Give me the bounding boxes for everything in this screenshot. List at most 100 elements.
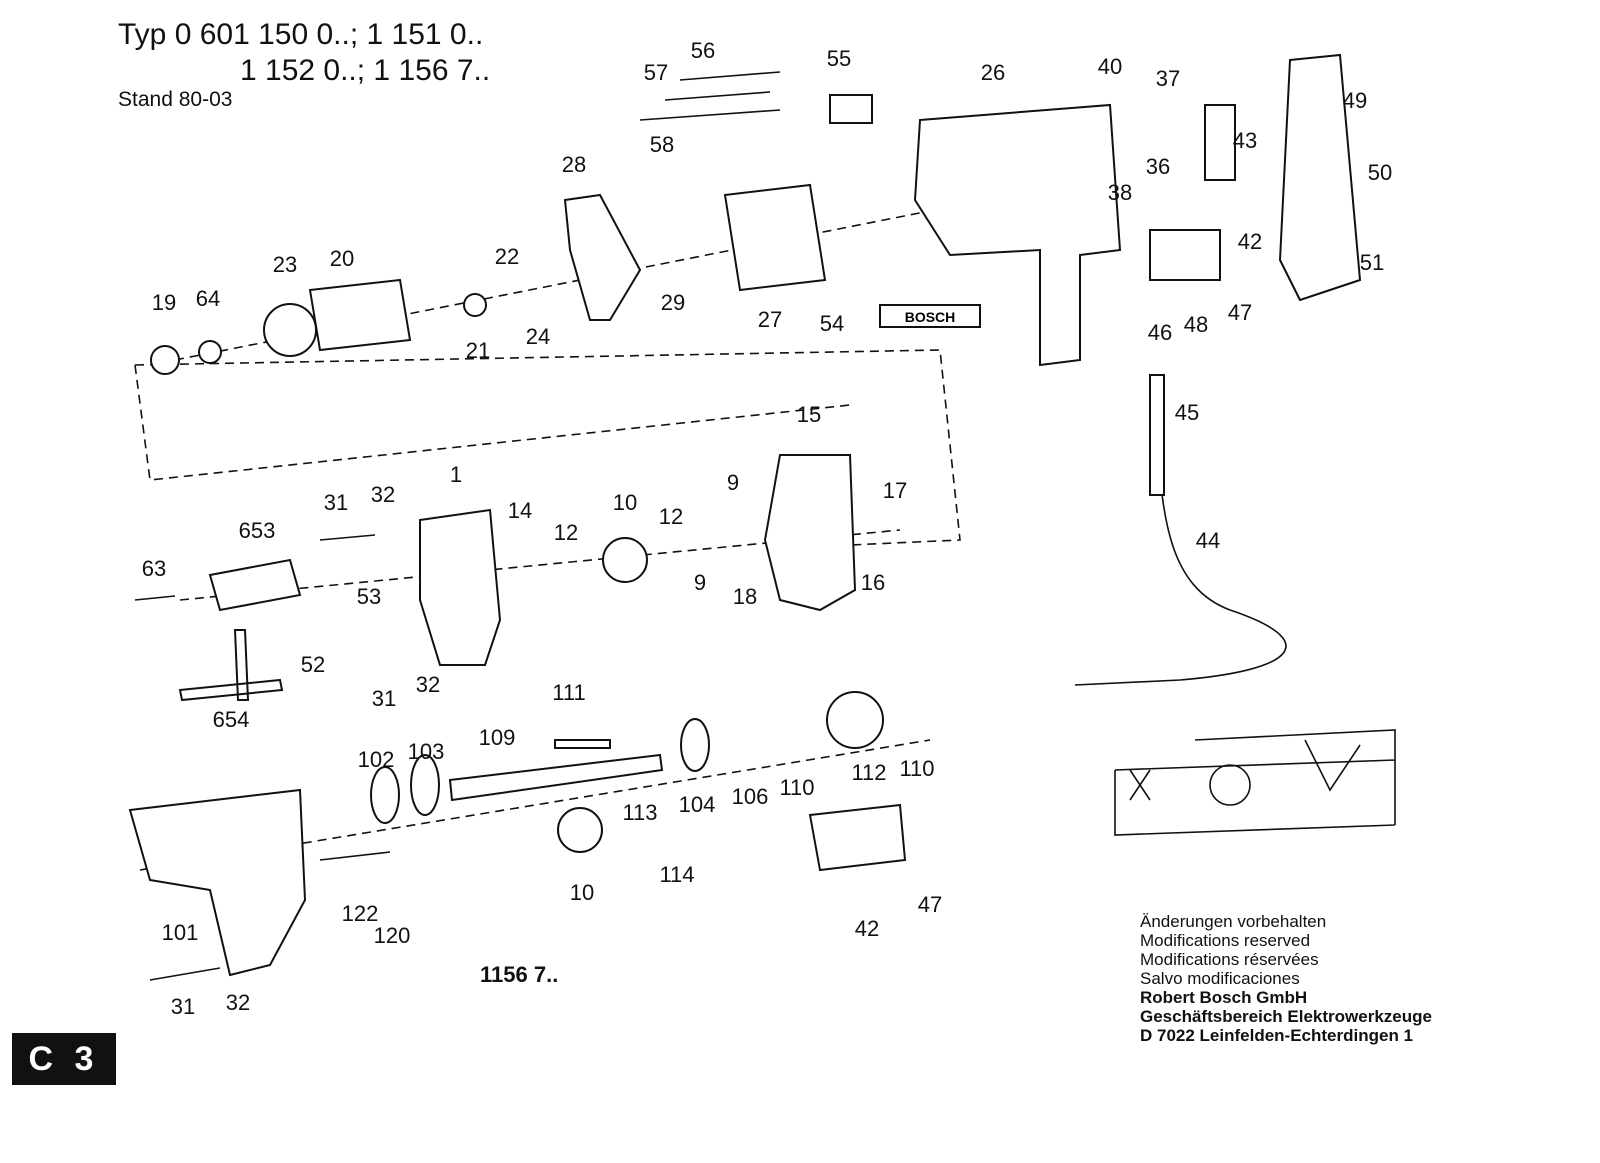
part-bearing-19: [150, 345, 180, 375]
part-label-122: 122: [342, 901, 379, 926]
svg-text:BOSCH: BOSCH: [905, 309, 956, 325]
part-chuck-key-654: [178, 629, 284, 702]
part-fan-23: [263, 303, 317, 357]
part-label-15: 15: [797, 402, 821, 427]
part-handle-50: [1278, 53, 1362, 302]
part-pin-120: [319, 851, 391, 861]
part-label-42: 42: [1238, 229, 1262, 254]
bosch-brand-mark: BOSCH: [905, 309, 956, 325]
part-label-52: 52: [301, 652, 325, 677]
note-es: Salvo modificaciones: [1140, 969, 1300, 988]
part-label-102: 102: [358, 747, 395, 772]
assembly-dashed-outline: [134, 349, 961, 546]
part-gear-housing-1: [419, 508, 502, 666]
part-label-31: 31: [372, 686, 396, 711]
part-label-113: 113: [622, 800, 657, 825]
note-en: Modifications reserved: [1140, 931, 1311, 950]
part-cord-44: [1074, 379, 1287, 686]
notes-block: Änderungen vorbehalten Modifications res…: [1140, 912, 1432, 1045]
part-housing-101: [128, 788, 307, 977]
part-label-24: 24: [526, 324, 550, 349]
part-switch-55: [829, 94, 873, 124]
part-label-654: 654: [213, 707, 250, 732]
part-armature-20: [308, 278, 412, 352]
part-label-17: 17: [883, 478, 907, 503]
part-gear-112: [826, 691, 884, 749]
part-label-109: 109: [479, 725, 516, 750]
part-gear-10b: [557, 807, 603, 853]
part-label-21: 21: [466, 338, 490, 363]
part-screw-63: [134, 595, 176, 601]
company-name: Robert Bosch GmbH: [1140, 988, 1308, 1007]
part-label-23: 23: [273, 252, 297, 277]
part-label-58: 58: [650, 132, 674, 157]
part-screw-31: [319, 534, 376, 541]
variant-label: 1156 7..: [480, 962, 559, 987]
part-label-53: 53: [357, 584, 381, 609]
part-label-22: 22: [495, 244, 519, 269]
part-screw-31b: [149, 967, 221, 981]
part-sleeve-45: [1149, 374, 1165, 496]
part-label-29: 29: [661, 290, 685, 315]
part-chuck-653: [208, 558, 302, 612]
part-ring-64: [198, 340, 222, 364]
part-label-26: 26: [981, 60, 1005, 85]
part-label-12: 12: [554, 520, 578, 545]
part-label-16: 16: [861, 570, 885, 595]
part-label-32: 32: [371, 482, 395, 507]
part-rod-57: [664, 91, 771, 101]
part-spindle-109: [448, 753, 664, 802]
part-key-111: [554, 739, 611, 749]
part-label-32: 32: [226, 990, 250, 1015]
part-label-1: 1: [450, 462, 462, 487]
part-label-28: 28: [562, 152, 586, 177]
part-label-14: 14: [508, 498, 532, 523]
part-label-44: 44: [1196, 528, 1220, 553]
part-label-37: 37: [1156, 66, 1180, 91]
part-gear-10: [602, 537, 648, 583]
part-label-57: 57: [644, 60, 668, 85]
header-revision: Stand 80-03: [118, 88, 233, 111]
part-label-47: 47: [1228, 300, 1252, 325]
part-label-101: 101: [162, 920, 199, 945]
part-label-40: 40: [1098, 54, 1122, 79]
part-label-43: 43: [1233, 128, 1257, 153]
part-label-42: 42: [855, 916, 879, 941]
part-label-45: 45: [1175, 400, 1199, 425]
part-label-111: 111: [552, 680, 585, 705]
part-label-10: 10: [570, 880, 594, 905]
part-label-106: 106: [732, 784, 769, 809]
header-title-line-1: Typ 0 601 150 0..; 1 151 0..: [118, 18, 484, 51]
part-label-110: 110: [899, 756, 934, 781]
part-label-46: 46: [1148, 320, 1172, 345]
part-label-38: 38: [1108, 180, 1132, 205]
page-badge: C 3: [12, 1033, 116, 1085]
note-de: Änderungen vorbehalten: [1140, 912, 1327, 931]
part-bearing-102: [370, 766, 400, 824]
part-ring-103: [410, 754, 440, 816]
part-label-12: 12: [659, 504, 683, 529]
part-label-56: 56: [691, 38, 715, 63]
part-rod-58: [639, 109, 781, 121]
part-motor-field-27: [723, 183, 827, 292]
part-label-54: 54: [820, 311, 844, 336]
part-label-20: 20: [330, 246, 354, 271]
part-label-27: 27: [758, 307, 782, 332]
wiring-schematic: [1114, 729, 1396, 836]
part-label-47: 47: [918, 892, 942, 917]
part-label-49: 49: [1343, 88, 1367, 113]
part-label-114: 114: [659, 862, 694, 887]
part-label-9: 9: [694, 570, 706, 595]
company-address: D 7022 Leinfelden-Echterdingen 1: [1140, 1026, 1414, 1045]
part-label-9: 9: [727, 470, 739, 495]
note-fr: Modifications réservées: [1140, 950, 1319, 969]
part-label-32: 32: [416, 672, 440, 697]
part-label-120: 120: [374, 923, 411, 948]
axis-line-armature: [174, 204, 961, 361]
part-label-19: 19: [152, 290, 176, 315]
part-label-55: 55: [827, 46, 851, 71]
part-label-110: 110: [779, 775, 814, 800]
part-gear-cover-15: [763, 454, 857, 612]
part-label-50: 50: [1368, 160, 1392, 185]
